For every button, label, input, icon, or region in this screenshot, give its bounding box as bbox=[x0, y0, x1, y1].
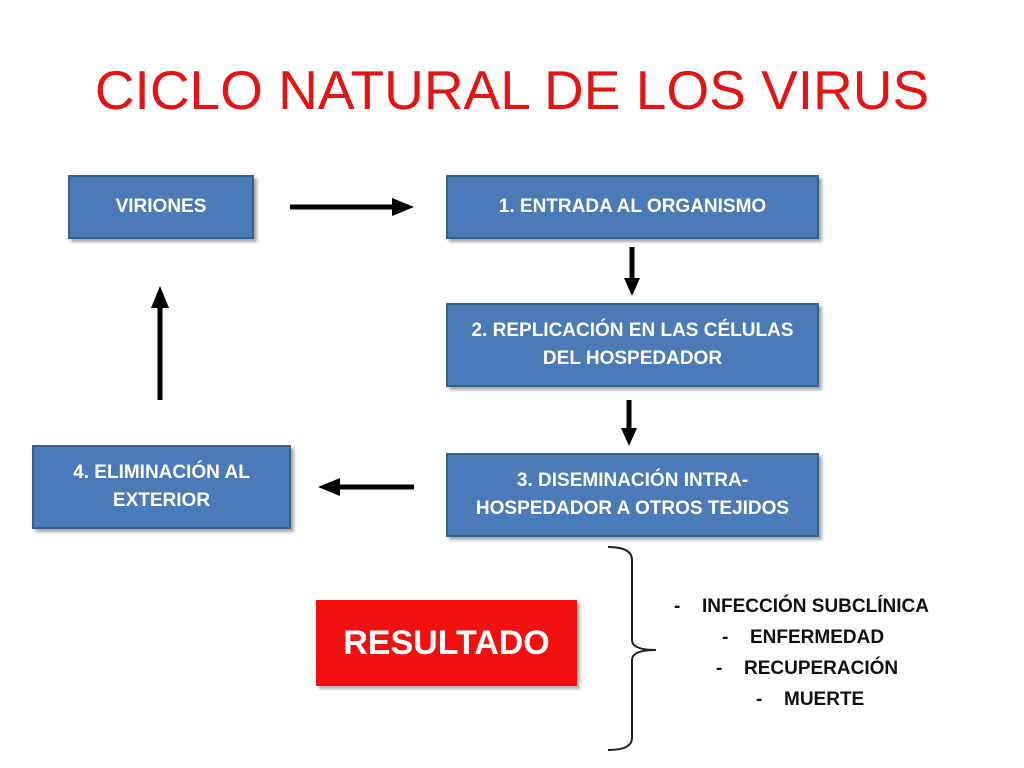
outcome-item: -MUERTE bbox=[756, 689, 864, 711]
dissemination-box: 3. DISEMINACIÓN INTRA- HOSPEDADOR A OTRO… bbox=[446, 453, 819, 537]
arrow-down-icon bbox=[624, 247, 640, 296]
arrow-up-icon bbox=[151, 286, 169, 400]
arrow-right-icon bbox=[290, 198, 414, 216]
result-label: RESULTADO bbox=[343, 623, 550, 662]
replication-label-line2: DEL HOSPEDADOR bbox=[542, 348, 723, 369]
bullet-dash: - bbox=[756, 689, 763, 710]
elimination-label-line1: 4. ELIMINACIÓN AL bbox=[73, 462, 250, 483]
arrow-down-icon bbox=[621, 400, 637, 446]
elimination-box: 4. ELIMINACIÓN AL EXTERIOR bbox=[32, 445, 291, 529]
outcome-label: MUERTE bbox=[784, 689, 865, 710]
outcome-item: -INFECCIÓN SUBCLÍNICA bbox=[674, 596, 929, 618]
result-box: RESULTADO bbox=[316, 600, 577, 686]
bullet-dash: - bbox=[674, 596, 681, 617]
dissemination-label-line1: 3. DISEMINACIÓN INTRA- bbox=[516, 470, 749, 491]
outcome-item: -ENFERMEDAD bbox=[722, 627, 884, 649]
elimination-label-line2: EXTERIOR bbox=[112, 490, 211, 511]
outcome-item: -RECUPERACIÓN bbox=[716, 658, 898, 680]
virions-label: VIRIONES bbox=[115, 196, 207, 217]
virions-box: VIRIONES bbox=[68, 175, 254, 239]
bullet-dash: - bbox=[722, 627, 729, 648]
outcome-label: RECUPERACIÓN bbox=[744, 658, 899, 679]
dissemination-label-line2: HOSPEDADOR A OTROS TEJIDOS bbox=[475, 498, 790, 519]
replication-label-line1: 2. REPLICACIÓN EN LAS CÉLULAS bbox=[471, 320, 794, 341]
arrow-left-icon bbox=[318, 478, 414, 496]
curly-brace-icon bbox=[607, 546, 657, 751]
bullet-dash: - bbox=[716, 658, 723, 679]
outcome-label: ENFERMEDAD bbox=[750, 627, 885, 648]
entry-label: 1. ENTRADA AL ORGANISMO bbox=[498, 196, 767, 217]
replication-box: 2. REPLICACIÓN EN LAS CÉLULAS DEL HOSPED… bbox=[446, 303, 819, 387]
outcome-label: INFECCIÓN SUBCLÍNICA bbox=[702, 596, 929, 617]
entry-box: 1. ENTRADA AL ORGANISMO bbox=[446, 175, 819, 239]
page-title: CICLO NATURAL DE LOS VIRUS bbox=[94, 59, 930, 121]
